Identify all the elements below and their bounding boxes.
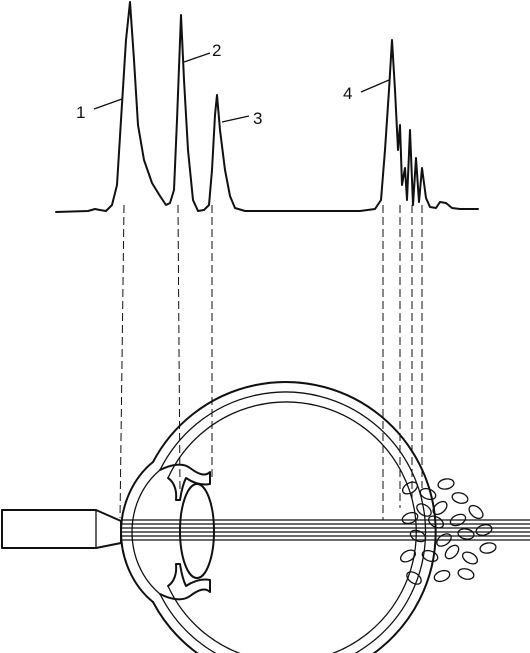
projection-lines <box>119 204 423 520</box>
fat-particle <box>419 487 437 501</box>
peak-label-3: 3 <box>253 109 262 128</box>
fat-particle <box>461 551 479 565</box>
fat-particle <box>451 492 469 504</box>
peak-label-2: 2 <box>212 41 221 60</box>
fat-particle <box>409 529 427 543</box>
fat-particle <box>437 478 455 490</box>
fat-particle <box>436 533 452 547</box>
peak-label-1: 1 <box>76 103 85 122</box>
leader-line-3 <box>221 115 250 123</box>
fat-particle <box>401 481 419 495</box>
peak-label-4: 4 <box>343 84 352 103</box>
fat-particle <box>479 542 497 554</box>
orbital-particles <box>399 478 497 585</box>
iris-lower <box>159 563 211 601</box>
fat-particle <box>406 571 422 585</box>
fat-particle <box>457 568 475 580</box>
leader-line-4 <box>360 79 390 93</box>
leader-line-2 <box>183 52 211 63</box>
ultrasound-probe <box>1 509 122 549</box>
eye-sclera-outer <box>152 381 437 653</box>
fat-particle <box>421 549 439 563</box>
fat-particle <box>457 528 475 540</box>
fat-particle <box>416 503 432 517</box>
fat-particle <box>433 569 451 583</box>
fat-particle <box>444 544 460 560</box>
fat-particle <box>427 515 445 529</box>
fat-particle <box>432 500 448 516</box>
fat-particle <box>399 549 417 563</box>
eye-choroid <box>159 391 427 653</box>
fat-particle <box>449 513 467 527</box>
fat-particle <box>475 524 493 536</box>
crystalline-lens <box>179 483 215 579</box>
leader-line-1 <box>93 98 123 110</box>
fat-particle <box>401 511 419 525</box>
echo-trace <box>55 1 479 213</box>
fat-particle <box>468 504 484 520</box>
iris-upper <box>159 463 211 501</box>
